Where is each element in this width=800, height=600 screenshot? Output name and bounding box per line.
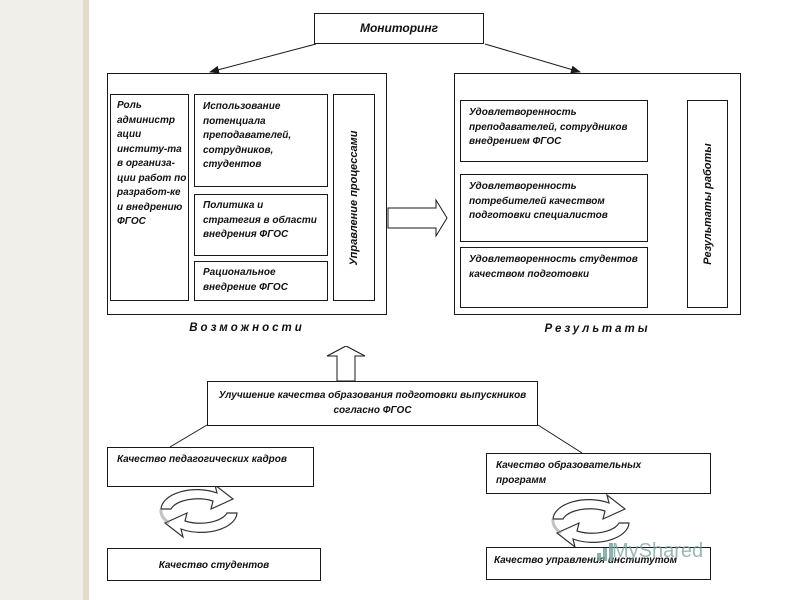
improvement-link-left	[169, 424, 208, 448]
results-label: Результаты	[544, 323, 651, 335]
staff-satisfaction-box: Удовлетворенность преподавателей, сотруд…	[460, 100, 648, 162]
teachers-quality-box: Качество педагогических кадров	[107, 447, 314, 487]
students-quality-text: Качество студентов	[158, 560, 270, 571]
watermark-text: MyShared	[612, 540, 704, 562]
admin-role-box: Роль администр ации институ-та в организ…	[110, 94, 189, 301]
results-panel: Удовлетворенность преподавателей, сотруд…	[454, 73, 741, 350]
consumer-satisfaction-box: Удовлетворенность потребителей качеством…	[460, 174, 648, 242]
results-footer: Результаты	[454, 314, 741, 350]
opportunities-footer: Возможности	[107, 314, 387, 346]
monitoring-arrow-left	[209, 43, 317, 74]
student-satisfaction-box: Удовлетворенность студентов качеством по…	[460, 247, 648, 308]
opportunities-to-results-arrow	[387, 198, 448, 238]
policy-box: Политика и стратегия в области внедрения…	[194, 194, 328, 256]
opportunities-label: Возможности	[189, 322, 305, 334]
improvement-text: Улучшение качества образования подготовк…	[218, 390, 527, 416]
monitoring-box: Мониторинг	[314, 13, 484, 44]
work-results-box: Результаты работы	[687, 100, 728, 308]
opportunities-panel: Роль администр ации институ-та в организ…	[107, 73, 387, 346]
admin-role-text: Роль администр ации институ-та в организ…	[117, 100, 187, 227]
teachers-quality-text: Качество педагогических кадров	[117, 454, 287, 465]
potential-usage-box: Использование потенциала преподавателей,…	[194, 94, 328, 187]
cycle-arrows-right	[551, 493, 630, 549]
student-satisfaction-text: Удовлетворенность студентов качеством по…	[469, 254, 638, 280]
monitoring-arrow-right	[484, 43, 581, 74]
improvement-link-right	[537, 424, 583, 454]
rational-box: Рациональное внедрение ФГОС	[194, 261, 328, 301]
slide-left-bar	[83, 0, 89, 600]
watermark-logo-icon	[597, 543, 615, 561]
rational-text: Рациональное внедрение ФГОС	[203, 267, 288, 293]
potential-usage-text: Использование потенциала преподавателей,…	[203, 101, 292, 170]
programs-quality-text: Качество образовательных программ	[496, 460, 642, 486]
improvement-box: Улучшение качества образования подготовк…	[207, 381, 538, 426]
programs-quality-box: Качество образовательных программ	[486, 453, 711, 494]
process-management-label: Управление процессами	[348, 129, 360, 266]
monitoring-label: Мониторинг	[359, 21, 439, 35]
students-quality-box: Качество студентов	[107, 548, 321, 581]
policy-text: Политика и стратегия в области внедрения…	[203, 200, 317, 240]
consumer-satisfaction-text: Удовлетворенность потребителей качеством…	[469, 181, 608, 221]
process-management-box: Управление процессами	[333, 94, 375, 301]
work-results-label: Результаты работы	[701, 143, 714, 265]
improvement-up-arrow	[326, 345, 366, 382]
staff-satisfaction-text: Удовлетворенность преподавателей, сотруд…	[469, 107, 628, 147]
management-quality-text: Качество управления институтом	[494, 555, 677, 566]
management-quality-box: Качество управления институтом	[486, 547, 711, 580]
cycle-arrows-left	[159, 483, 238, 539]
